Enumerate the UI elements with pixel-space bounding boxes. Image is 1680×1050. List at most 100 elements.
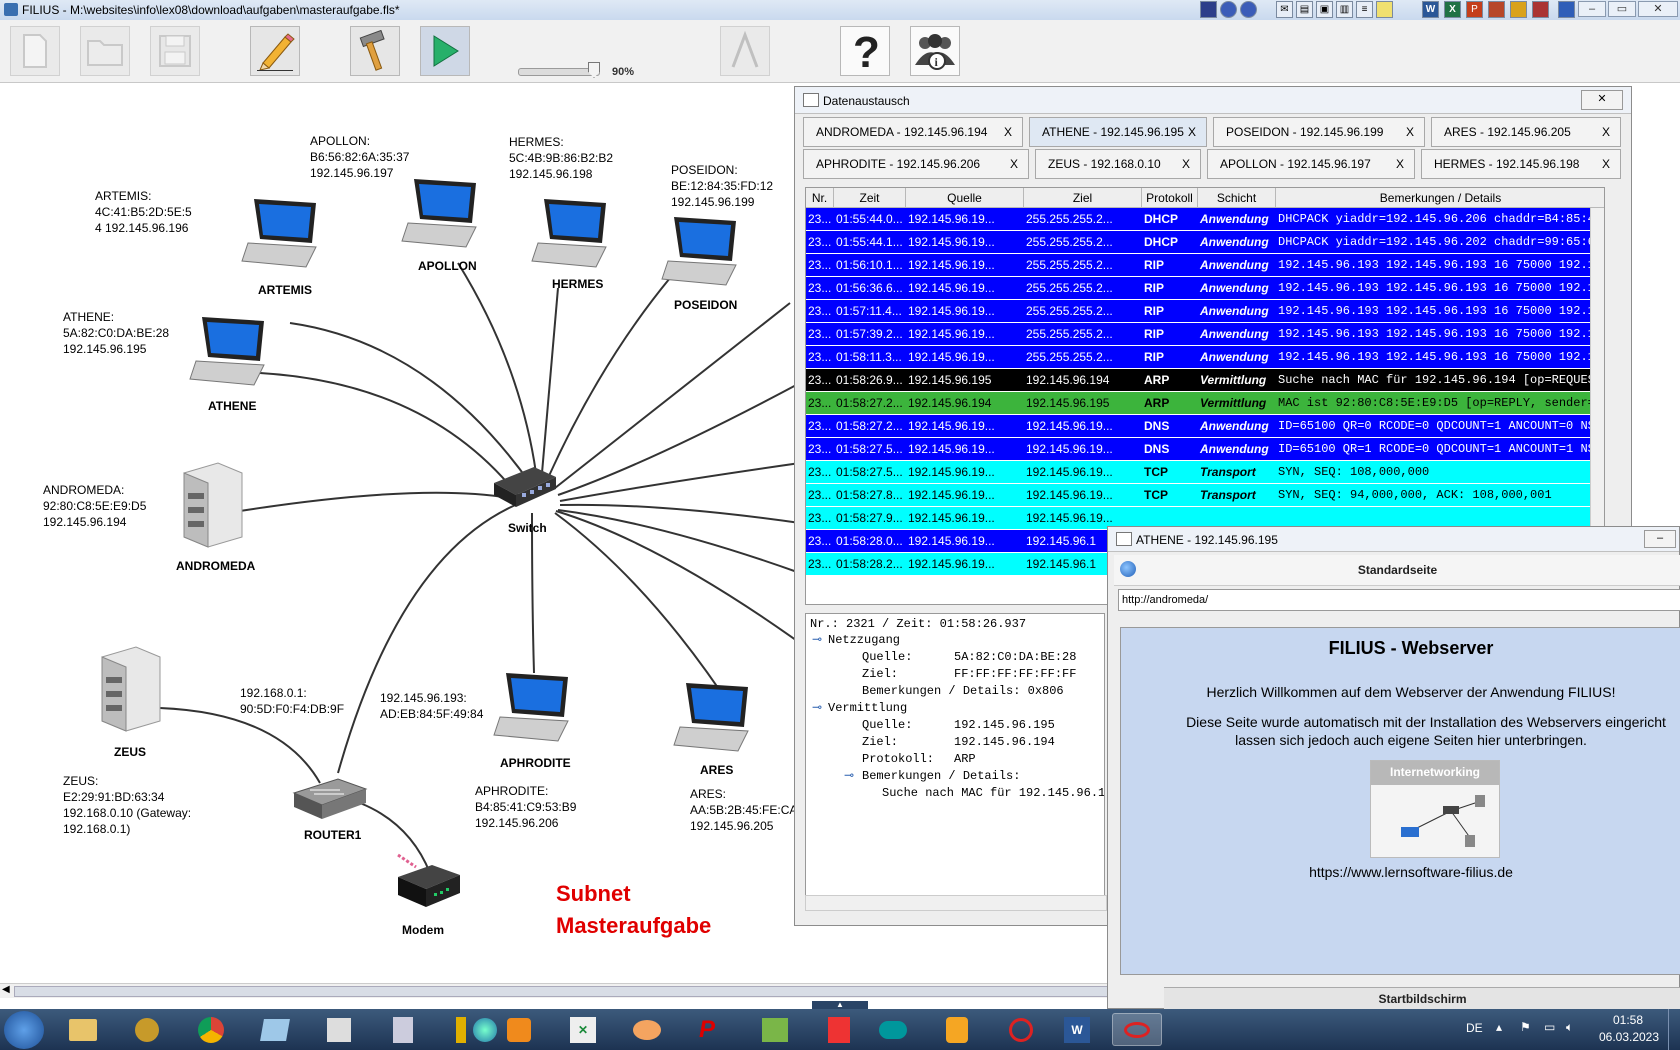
athene-laptop-icon[interactable] [188, 313, 278, 393]
taskbar-app-notes[interactable] [250, 1013, 300, 1046]
taskbar-globe[interactable] [460, 1013, 510, 1046]
col-zeit[interactable]: Zeit [834, 188, 906, 208]
modem-icon[interactable] [394, 853, 464, 913]
close-tab-icon[interactable]: X [1395, 157, 1404, 171]
taskbar-app-figure[interactable] [814, 1013, 864, 1046]
taskbar-popup-arrow[interactable]: ▲ [812, 1001, 868, 1009]
taskbar-app-s[interactable] [932, 1013, 982, 1046]
details-v-bemerkungen[interactable]: Bemerkungen / Details: [862, 769, 1021, 783]
table-row[interactable]: 23...01:55:44.1...192.145.96.19...255.25… [806, 231, 1604, 254]
design-mode-button[interactable] [250, 26, 300, 76]
close-button[interactable]: ✕ [1638, 1, 1678, 17]
tree-node-icon[interactable]: ⊸ [812, 633, 823, 647]
details-vermittlung[interactable]: Vermittlung [828, 701, 908, 715]
language-indicator[interactable]: DE [1466, 1021, 1483, 1035]
taskbar-calculator[interactable] [378, 1013, 428, 1046]
word-icon[interactable]: W [1422, 1, 1439, 18]
help-button[interactable]: ? [840, 26, 890, 76]
close-tab-icon[interactable]: X [1601, 157, 1610, 171]
teamviewer-icon[interactable] [1558, 1, 1575, 18]
artemis-laptop-icon[interactable] [240, 195, 330, 275]
sticky-note-icon[interactable] [1376, 1, 1393, 18]
access-icon[interactable] [1488, 1, 1505, 18]
about-button[interactable]: i [910, 26, 960, 76]
volume-icon[interactable]: 🔈︎ [1566, 1020, 1574, 1034]
close-tab-icon[interactable]: X [1405, 125, 1414, 139]
taskbar-paint[interactable] [622, 1013, 672, 1046]
documentation-button[interactable] [720, 26, 770, 76]
taskbar-app-gear[interactable] [122, 1013, 172, 1046]
aphrodite-laptop-icon[interactable] [492, 669, 582, 749]
save-button[interactable] [150, 26, 200, 76]
andromeda-server-icon[interactable] [178, 459, 248, 549]
router-icon[interactable] [290, 773, 370, 823]
details-horizontal-scrollbar[interactable] [805, 895, 1107, 911]
close-tab-icon[interactable]: X [1181, 157, 1190, 171]
table-row[interactable]: 23...01:55:44.0...192.145.96.19...255.25… [806, 208, 1604, 231]
taskbar-media[interactable] [494, 1013, 544, 1046]
zeus-server-icon[interactable] [96, 643, 166, 733]
tree-node-icon[interactable]: ⊸ [844, 769, 855, 783]
close-tab-icon[interactable]: X [1003, 125, 1012, 139]
taskbar-app-chart[interactable] [750, 1013, 800, 1046]
table-row[interactable]: 23...01:57:11.4...192.145.96.19...255.25… [806, 300, 1604, 323]
col-schicht[interactable]: Schicht [1198, 188, 1276, 208]
col-nr[interactable]: Nr. [806, 188, 834, 208]
table-vertical-scrollbar[interactable] [1590, 208, 1604, 604]
filius-link[interactable]: https://www.lernsoftware-filius.de [1309, 864, 1513, 880]
key-icon[interactable] [1532, 1, 1549, 18]
close-tab-icon[interactable]: X [1601, 125, 1610, 139]
taskbar-app-x[interactable]: ✕ [558, 1013, 608, 1046]
note-icon[interactable]: ▤ [1296, 1, 1313, 18]
taskbar-explorer[interactable] [58, 1013, 108, 1046]
open-file-button[interactable] [80, 26, 130, 76]
url-input[interactable]: http://andromeda/ [1118, 589, 1680, 611]
clock-tool-icon[interactable] [1510, 1, 1527, 18]
col-protokoll[interactable]: Protokoll [1142, 188, 1198, 208]
close-tab-icon[interactable]: X [1009, 157, 1018, 171]
table-row[interactable]: 23...01:58:27.9...192.145.96.19...192.14… [806, 507, 1604, 530]
table-row[interactable]: 23...01:58:27.8...192.145.96.19...192.14… [806, 484, 1604, 507]
poseidon-laptop-icon[interactable] [660, 213, 750, 293]
taskbar-app-docs[interactable] [314, 1013, 364, 1046]
table-row[interactable]: 23...01:56:36.6...192.145.96.19...255.25… [806, 277, 1604, 300]
maximize-button[interactable]: ▭ [1608, 1, 1636, 17]
col-details[interactable]: Bemerkungen / Details [1276, 188, 1604, 208]
network-icon[interactable]: ▭ [1544, 1020, 1556, 1034]
info-icon[interactable] [1240, 1, 1257, 18]
scroll-left-arrow[interactable]: ◀ [2, 984, 10, 995]
help-icon[interactable] [1220, 1, 1237, 18]
speed-slider-knob[interactable] [588, 62, 600, 78]
clock-date[interactable]: 06.03.2023 [1598, 1030, 1660, 1044]
datenaustausch-close-button[interactable]: ✕ [1581, 90, 1623, 110]
tree-node-icon[interactable]: ⊸ [812, 701, 823, 715]
taskbar-app-ring[interactable] [996, 1013, 1046, 1046]
packet-details-tree[interactable]: Nr.: 2321 / Zeit: 01:58:26.937 ⊸ Netzzug… [805, 613, 1105, 903]
clock-time[interactable]: 01:58 [1612, 1013, 1644, 1027]
table-row[interactable]: 23...01:58:11.3...192.145.96.19...255.25… [806, 346, 1604, 369]
mail-icon[interactable]: ✉ [1276, 1, 1293, 18]
minimize-button[interactable]: – [1578, 1, 1606, 17]
speed-slider[interactable] [518, 68, 600, 76]
grid-icon[interactable] [1200, 1, 1217, 18]
taskbar-filius[interactable] [1112, 1013, 1162, 1046]
taskbar-arduino[interactable] [868, 1013, 918, 1046]
apollon-laptop-icon[interactable] [400, 175, 490, 255]
show-desktop-button[interactable] [1668, 1009, 1680, 1050]
table-row[interactable]: 23...01:58:27.2...192.145.96.19...192.14… [806, 415, 1604, 438]
col-ziel[interactable]: Ziel [1024, 188, 1142, 208]
table-row[interactable]: 23...01:56:10.1...192.145.96.19...255.25… [806, 254, 1604, 277]
new-file-button[interactable] [10, 26, 60, 76]
close-tab-icon[interactable]: X [1187, 125, 1196, 139]
simulation-mode-button[interactable] [420, 26, 470, 76]
hammer-button[interactable] [350, 26, 400, 76]
tray-expand-icon[interactable]: ▴ [1496, 1020, 1503, 1034]
switch-icon[interactable] [490, 463, 560, 513]
